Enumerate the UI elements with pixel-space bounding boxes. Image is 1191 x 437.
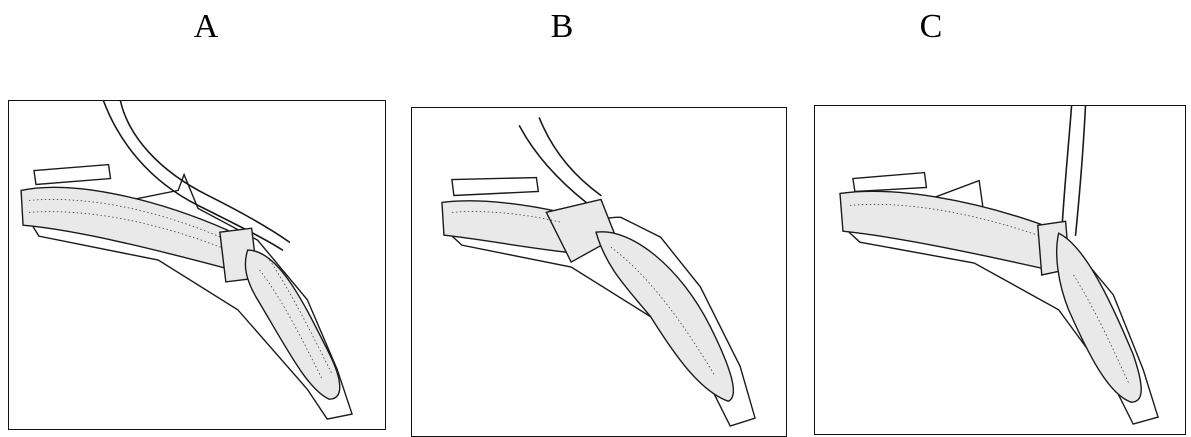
panel-a-drawing bbox=[9, 101, 385, 429]
label-a: A bbox=[176, 8, 236, 46]
panel-c-illustration bbox=[814, 105, 1186, 435]
label-c: C bbox=[901, 8, 961, 46]
label-b: B bbox=[532, 8, 592, 46]
panel-b-illustration bbox=[411, 107, 787, 437]
panel-c-drawing bbox=[815, 106, 1185, 434]
panel-b-drawing bbox=[412, 108, 786, 436]
panel-a-illustration bbox=[8, 100, 386, 430]
